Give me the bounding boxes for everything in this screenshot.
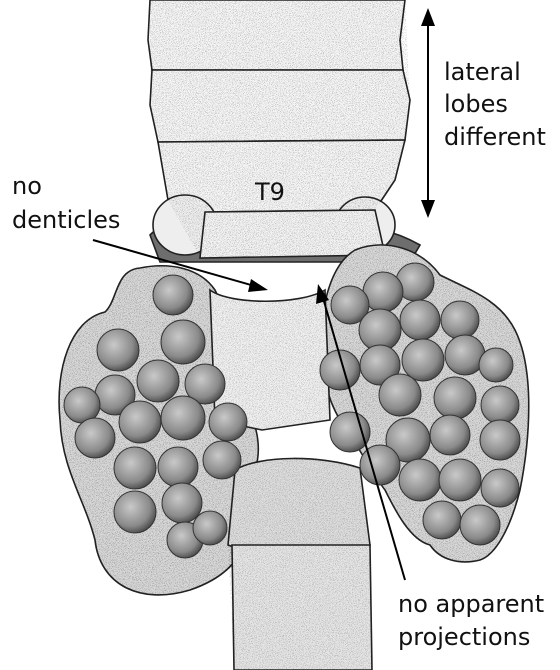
label-projections-line1: no apparent [398,590,544,618]
label-denticles-line2: denticles [12,206,120,234]
label-lateral-line2: lobes [444,90,508,118]
label-lateral-line3: different [444,123,546,151]
label-projections-line2: projections [398,623,530,651]
lateral-arrow-head-top [421,8,435,26]
label-denticles-line1: no [12,172,42,200]
denticles-arrow-head [248,279,268,292]
label-t9: T9 [254,178,285,206]
lateral-arrow-head-bottom [421,200,435,218]
label-lateral-line1: lateral [444,58,521,86]
